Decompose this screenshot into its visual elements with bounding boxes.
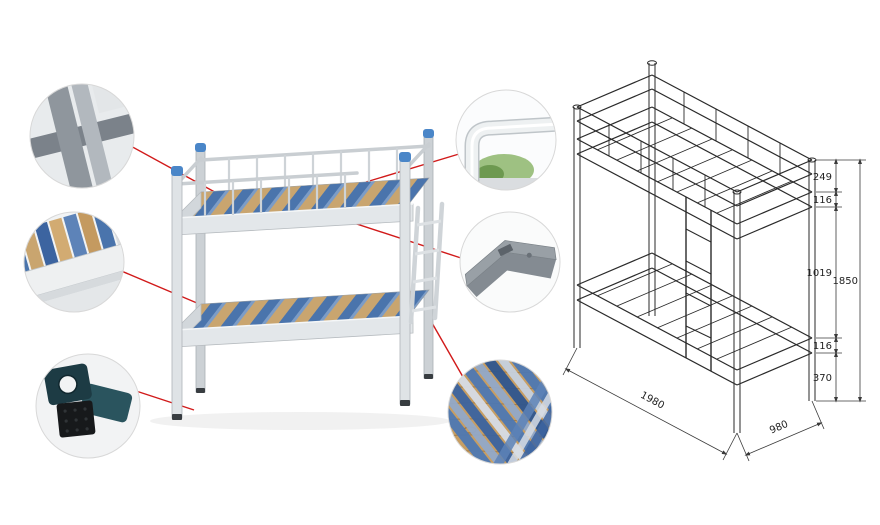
bed-feet: [172, 374, 433, 420]
callout-circle: [455, 89, 557, 191]
wireframe-bottom-slats: [596, 263, 793, 360]
dim-bottom-rail-label: 116: [813, 341, 832, 352]
post-cap: [171, 166, 183, 176]
post-cap: [399, 152, 411, 162]
dim-overall-height-label: 1850: [833, 276, 858, 287]
connector-line: [365, 153, 460, 183]
dim-top-rail-label: 116: [813, 195, 832, 206]
callout-circle: [35, 353, 141, 459]
ladder-rungs: [411, 219, 442, 313]
bottom-bunk-fascia-highlight: [174, 315, 414, 331]
dim-leg-height-label: 370: [813, 373, 832, 384]
isometric-bed-wireframe: [572, 60, 817, 433]
callout-bunk-corner-slats-detail: [23, 211, 125, 313]
top-bunk-front-guardrail: [175, 171, 359, 186]
dimension-lines: [562, 158, 866, 462]
bed-shadow: [150, 412, 450, 430]
front-guardrail-spindles: [203, 174, 347, 216]
callout-plastic-foot-pads-detail: [35, 353, 141, 459]
back-guardrail-spindles: [227, 148, 399, 190]
callout-guardrail-tube-detail: [455, 89, 557, 191]
callout-beam-bracket-detail: [459, 211, 561, 313]
top-bunk-back-guardrail: [199, 144, 431, 162]
wireframe-ladder: [685, 197, 712, 371]
post-cap: [423, 129, 434, 138]
dim-guardrail-height-label: 249: [813, 172, 832, 183]
wireframe-guardrail-spindles: [608, 92, 781, 207]
callout-circle: [29, 83, 135, 189]
wireframe-top-bunk: [576, 106, 813, 240]
wireframe-bottom-bunk: [576, 252, 813, 386]
wireframe-guardrails: [576, 74, 813, 207]
callout-circle: [459, 211, 561, 313]
dim-bunk-gap-label: 1019: [807, 268, 832, 279]
top-bunk-fascia-highlight: [174, 203, 414, 219]
ladder: [408, 201, 445, 325]
wireframe-top-slats: [596, 117, 793, 214]
wireframe-posts: [572, 60, 817, 433]
dim-depth-label: 980: [768, 419, 790, 437]
callout-circle: [447, 359, 553, 465]
post-cap: [195, 143, 206, 152]
dimension-labels: 249 116 1019 116 370 1850 1980 980: [638, 172, 858, 436]
callout-wood-slat-straps-detail: [447, 359, 553, 465]
connector-line: [132, 389, 195, 411]
product-photo-bunk-bed: [150, 129, 450, 430]
dimension-drawing: 249 116 1019 116 370 1850 1980 980: [562, 60, 866, 462]
callout-frame-tube-joint-detail: [29, 83, 135, 189]
connector-line: [118, 269, 205, 307]
dim-length-label: 1980: [638, 390, 666, 412]
callout-circle: [23, 211, 125, 313]
